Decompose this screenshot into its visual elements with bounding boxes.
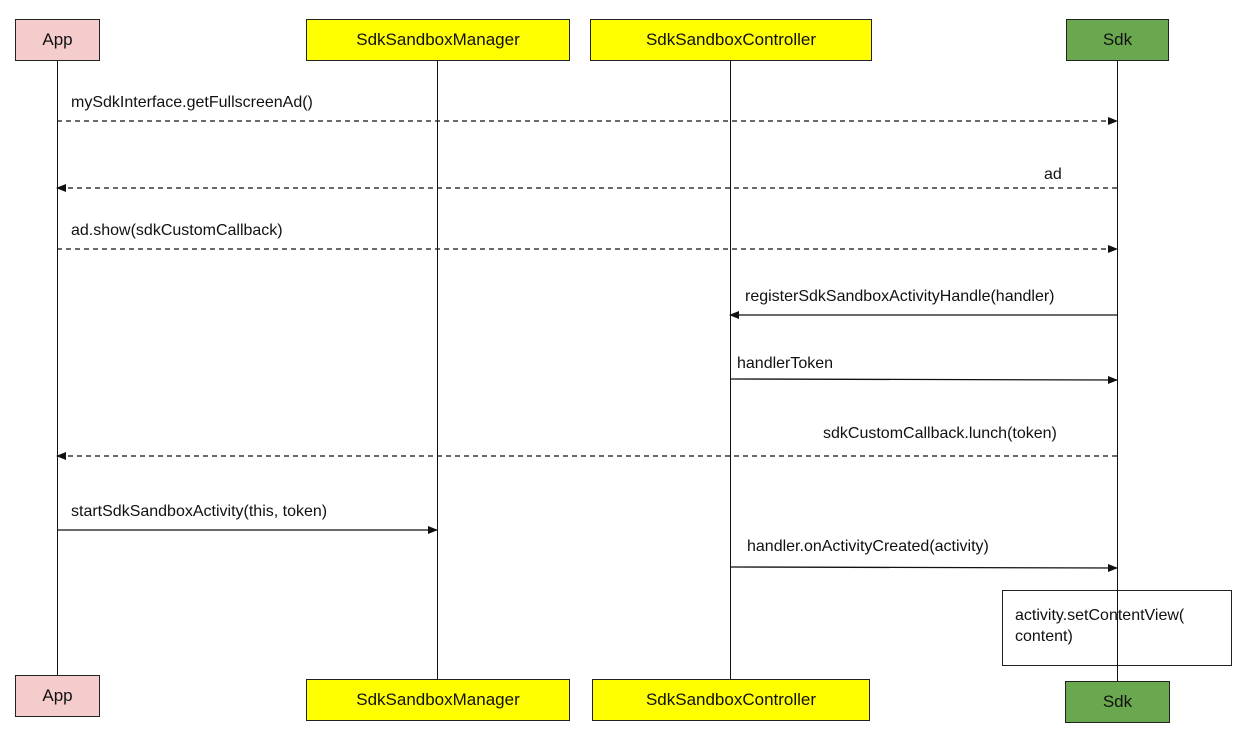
message-label-get-fullscreen-ad: mySdkInterface.getFullscreenAd() [71, 94, 313, 111]
message-label-start-activity: startSdkSandboxActivity(this, token) [71, 503, 328, 520]
message-label-on-activity-created: handler.onActivityCreated(activity) [747, 538, 989, 555]
participant-app-bottom: App [15, 675, 100, 717]
lifeline-sdk [1117, 60, 1118, 681]
note-line-2: content) [1015, 628, 1073, 645]
message-label-register-handle: registerSdkSandboxActivityHandle(handler… [745, 288, 1055, 305]
lifeline-sdk-over-note [1117, 590, 1118, 681]
participant-sdk-sandbox-manager-top: SdkSandboxManager [306, 19, 570, 61]
participant-sdk-top: Sdk [1066, 19, 1169, 61]
participant-app-top: App [15, 19, 100, 61]
participant-sdk-sandbox-controller-top: SdkSandboxController [590, 19, 872, 61]
participant-sdk-bottom: Sdk [1065, 681, 1170, 723]
lifeline-app [57, 60, 58, 675]
message-label-custom-callback-lunch: sdkCustomCallback.lunch(token) [823, 425, 1057, 442]
arrow-m8 [729, 563, 1118, 572]
message-label-ad: ad [1044, 166, 1062, 183]
participant-sdk-sandbox-manager-bottom: SdkSandboxManager [306, 679, 570, 721]
lifeline-sdk-sandbox-controller [730, 60, 731, 679]
message-label-ad-show: ad.show(sdkCustomCallback) [71, 222, 283, 239]
participant-sdk-sandbox-controller-bottom: SdkSandboxController [592, 679, 870, 721]
message-label-handler-token: handlerToken [737, 355, 834, 372]
arrow-m5 [729, 375, 1118, 384]
note-line-1: activity.setContentView( [1015, 607, 1185, 624]
lifeline-sdk-sandbox-manager [437, 60, 438, 679]
